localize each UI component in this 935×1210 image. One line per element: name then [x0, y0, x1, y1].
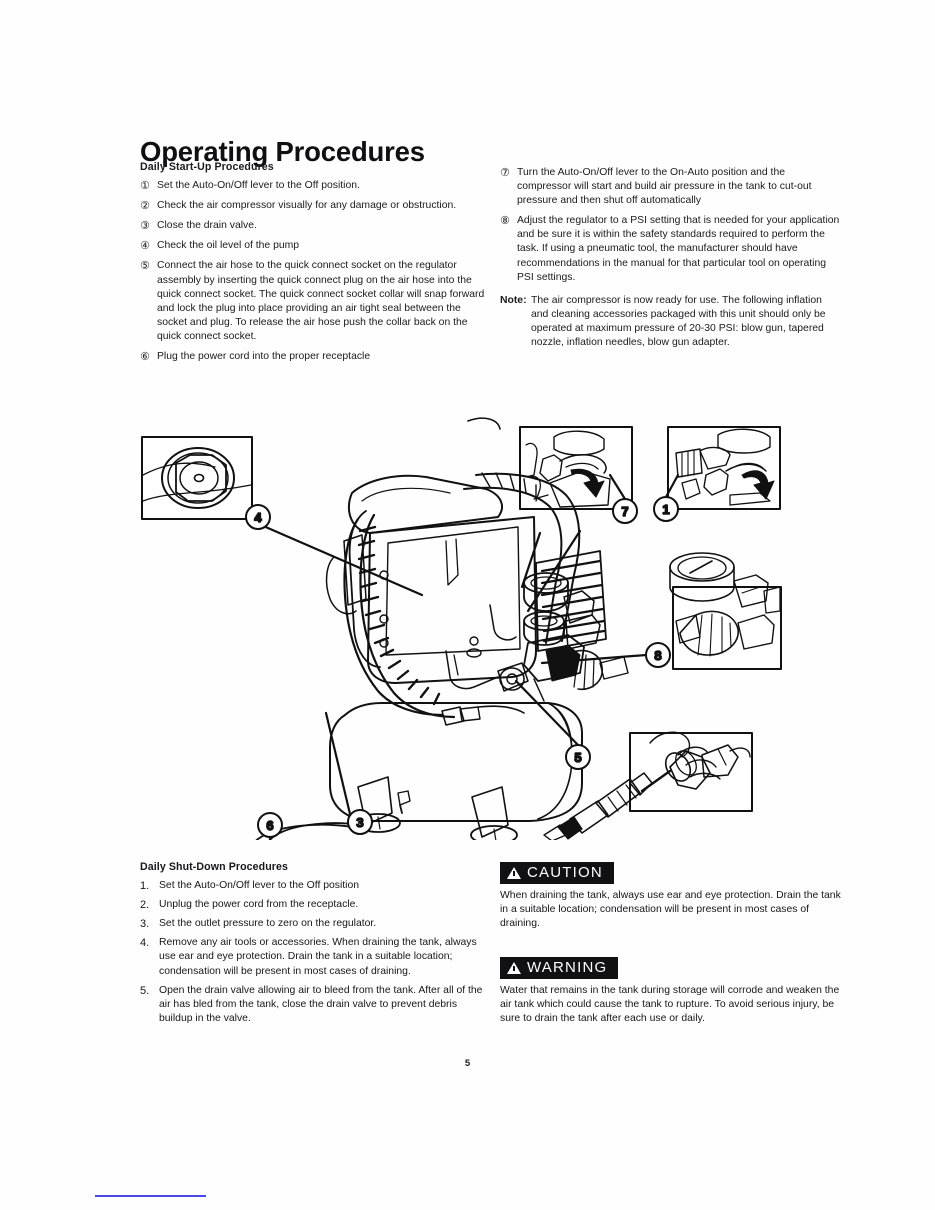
inset-oil-cap	[141, 436, 253, 520]
warning-block: WARNING Water that remains in the tank d…	[500, 957, 842, 1026]
callout-4: 4	[245, 504, 271, 530]
callout-label: 7	[621, 504, 628, 519]
list-item: ① Set the Auto-On/Off lever to the Off p…	[140, 179, 492, 193]
compressor-diagram: 4 6 3 7 1 8 5	[130, 415, 820, 840]
callout-label: 5	[574, 750, 581, 765]
list-marker: 2.	[140, 899, 150, 912]
list-text: Set the outlet pressure to zero on the r…	[159, 918, 377, 930]
list-item: 5. Open the drain valve allowing air to …	[140, 984, 492, 1026]
list-marker: 1.	[140, 880, 150, 893]
callout-label: 8	[654, 648, 661, 663]
callout-label: 3	[356, 815, 363, 830]
list-item: ⑥ Plug the power cord into the proper re…	[140, 350, 492, 364]
list-item: 4. Remove any air tools or accessories. …	[140, 936, 492, 978]
page-number: 5	[464, 1058, 471, 1069]
warning-banner-label: WARNING	[527, 959, 608, 976]
list-text: Check the oil level of the pump	[157, 240, 300, 252]
list-text: Check the air compressor visually for an…	[157, 200, 457, 212]
warning-banner: WARNING	[500, 957, 619, 979]
list-text: Set the Auto-On/Off lever to the Off pos…	[157, 180, 360, 192]
caution-text: When draining the tank, always use ear a…	[500, 890, 841, 930]
list-marker: ①	[140, 180, 150, 193]
list-marker: ③	[140, 220, 150, 233]
list-marker: 4.	[140, 937, 150, 950]
list-item: ⑤ Connect the air hose to the quick conn…	[140, 259, 492, 344]
list-text: Plug the power cord into the proper rece…	[157, 351, 371, 363]
list-text: Open the drain valve allowing air to ble…	[159, 984, 483, 1024]
inset-lever-auto	[667, 426, 781, 510]
caution-block: CAUTION When draining the tank, always u…	[500, 862, 842, 931]
list-text: Close the drain valve.	[157, 220, 257, 232]
page-title: Operating Procedures	[140, 136, 425, 168]
list-text: Connect the air hose to the quick connec…	[157, 260, 485, 342]
warning-text: Water that remains in the tank during st…	[500, 985, 840, 1025]
leader-lines	[259, 523, 648, 840]
inset-regulator-gauge	[669, 552, 782, 670]
list-marker: 3.	[140, 918, 150, 931]
callout-label: 6	[266, 818, 273, 833]
list-text: Set the Auto-On/Off lever to the Off pos…	[159, 880, 360, 892]
daily-startup-section: Daily Start-Up Procedures ① Set the Auto…	[140, 160, 492, 370]
warning-triangle-icon	[507, 961, 521, 974]
list-item: 2. Unplug the power cord from the recept…	[140, 898, 492, 912]
list-marker: ④	[140, 240, 150, 253]
daily-shutdown-section: Daily Shut-Down Procedures 1. Set the Au…	[140, 860, 492, 1031]
daily-shutdown-heading: Daily Shut-Down Procedures	[140, 861, 288, 873]
callout-7: 7	[612, 498, 638, 524]
note-label: Note:	[500, 294, 527, 306]
air-hose	[255, 822, 361, 840]
list-marker: ⑥	[140, 351, 150, 364]
scan-artifact-line	[95, 1195, 206, 1197]
list-marker: ②	[140, 200, 150, 213]
callout-5: 5	[565, 744, 591, 770]
caution-banner-label: CAUTION	[527, 864, 603, 881]
callout-3: 3	[347, 809, 373, 835]
list-marker: 5.	[140, 984, 150, 997]
list-marker: ⑦	[500, 167, 510, 179]
warning-triangle-icon	[507, 866, 521, 879]
list-item: ② Check the air compressor visually for …	[140, 199, 492, 213]
list-item: 3. Set the outlet pressure to zero on th…	[140, 917, 492, 931]
list-text: Remove any air tools or accessories. Whe…	[159, 937, 477, 977]
callout-label: 1	[662, 502, 669, 517]
list-item: ⑧ Adjust the regulator to a PSI setting …	[500, 214, 840, 284]
list-item: ③ Close the drain valve.	[140, 219, 492, 233]
note-block: Note: The air compressor is now ready fo…	[500, 294, 840, 350]
daily-startup-continued: ⑦ Turn the Auto-On/Off lever to the On-A…	[500, 166, 840, 350]
list-text: Unplug the power cord from the receptacl…	[159, 899, 359, 911]
leader-lines-top	[608, 473, 680, 501]
callout-6: 6	[257, 812, 283, 838]
callout-1: 1	[653, 496, 679, 522]
list-text: Turn the Auto-On/Off lever to the On-Aut…	[517, 167, 812, 207]
callout-8: 8	[645, 642, 671, 668]
list-item: ⑦ Turn the Auto-On/Off lever to the On-A…	[500, 166, 840, 208]
daily-startup-heading: Daily Start-Up Procedures	[140, 161, 274, 173]
list-text: Adjust the regulator to a PSI setting th…	[517, 215, 840, 283]
inset-quick-connect	[543, 731, 753, 840]
callout-label: 4	[254, 510, 262, 525]
list-item: ④ Check the oil level of the pump	[140, 239, 492, 253]
list-item: 1. Set the Auto-On/Off lever to the Off …	[140, 879, 492, 893]
note-text: The air compressor is now ready for use.…	[531, 294, 826, 349]
list-marker: ⑤	[140, 260, 150, 273]
caution-banner: CAUTION	[500, 862, 614, 884]
list-marker: ⑧	[500, 215, 510, 228]
inset-lever-on	[519, 426, 633, 510]
